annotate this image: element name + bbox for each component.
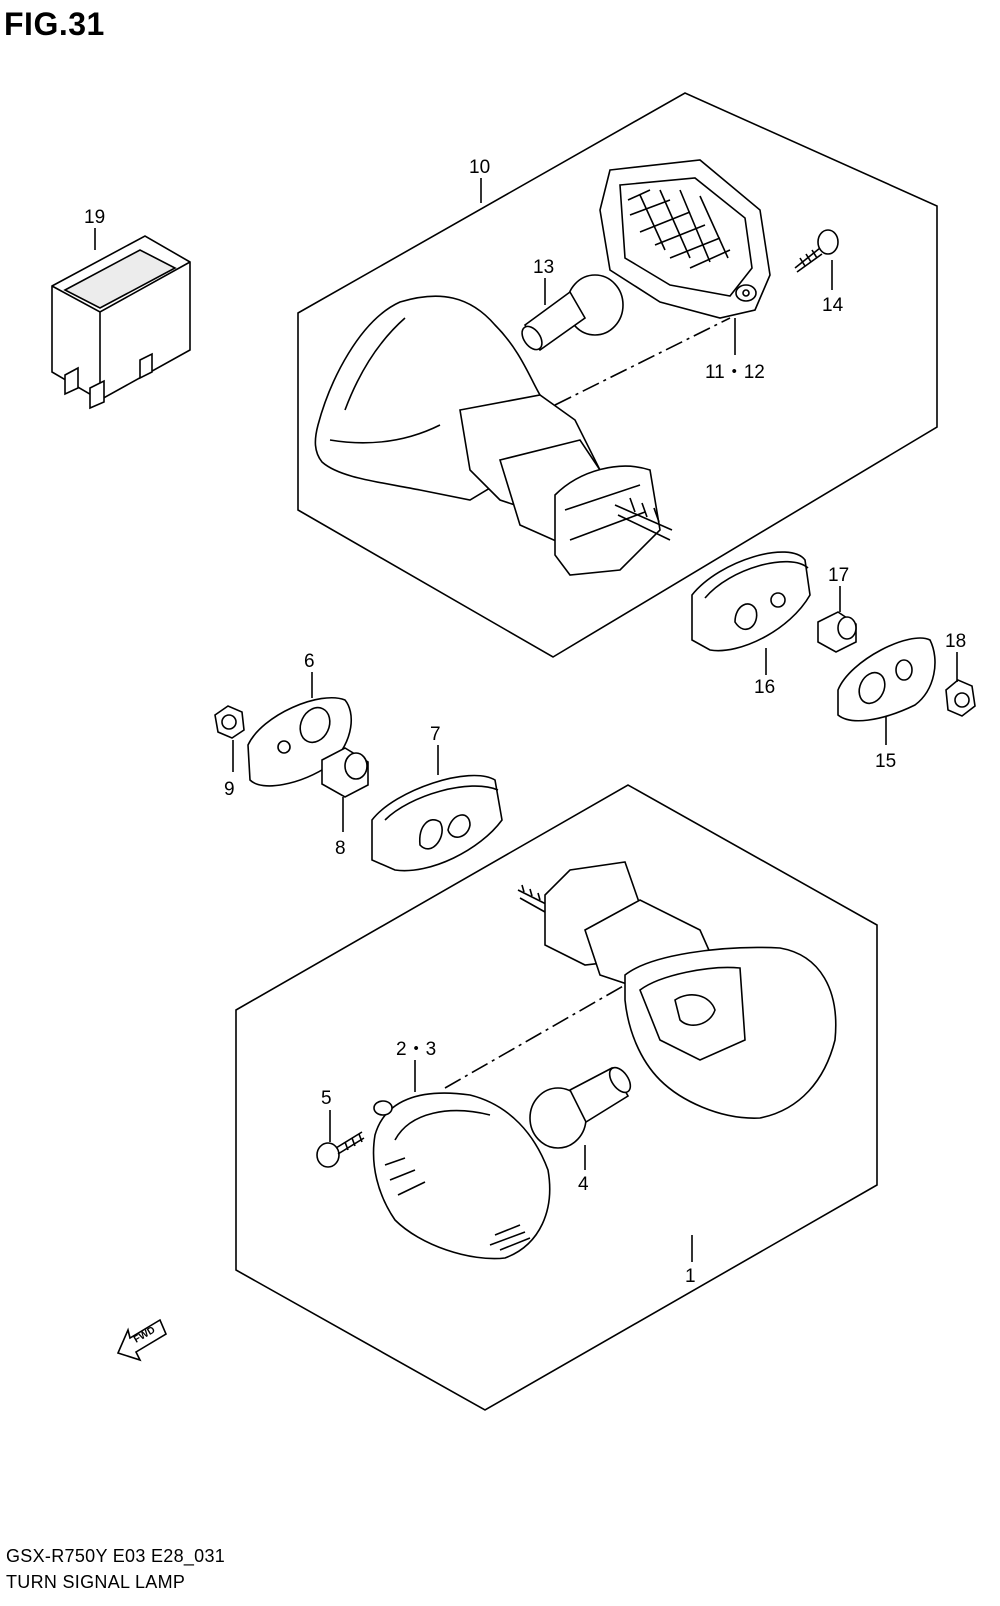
nut-18 [945, 679, 976, 717]
assembly-box-1 [235, 784, 878, 1411]
callout-5: 5 [321, 1088, 332, 1109]
callout-17: 17 [828, 565, 849, 586]
callout-13: 13 [533, 257, 554, 278]
callout-15: 15 [875, 751, 896, 772]
alignment-line-upper [554, 317, 731, 406]
footer-model-code: GSX-R750Y E03 E28_031 [6, 1546, 226, 1566]
nut-9 [214, 705, 245, 739]
figure-title: FIG.31 [4, 6, 105, 42]
lens-2-3 [372, 1092, 551, 1260]
screw-14 [794, 229, 839, 273]
callout-11-12: 11・12 [705, 362, 765, 383]
callout-14: 14 [822, 295, 844, 316]
cushion-7 [371, 774, 503, 872]
callout-4: 4 [578, 1174, 589, 1195]
fwd-arrow: FWD [116, 1318, 168, 1362]
leader-lines [94, 178, 958, 1262]
callout-7: 7 [430, 724, 441, 745]
lens-11-12 [599, 159, 771, 319]
callout-19: 19 [84, 207, 105, 228]
assembly-box-10 [297, 92, 938, 658]
lamp-housing-10 [314, 295, 673, 576]
callout-10: 10 [469, 157, 490, 178]
callout-9: 9 [224, 779, 235, 800]
collar-8 [321, 747, 369, 798]
callout-6: 6 [304, 651, 315, 672]
bulb-4 [529, 1066, 632, 1149]
callout-16: 16 [754, 677, 775, 698]
cushion-16 [691, 551, 811, 652]
callout-2-3: 2・3 [396, 1039, 436, 1060]
screw-5 [316, 1131, 365, 1168]
lamp-housing-1 [517, 861, 837, 1119]
footer-part-name: TURN SIGNAL LAMP [6, 1572, 186, 1592]
callout-8: 8 [335, 838, 346, 859]
collar-17 [817, 611, 857, 653]
alignment-line-lower [444, 984, 626, 1089]
relay-19 [51, 235, 191, 410]
plate-15 [837, 637, 936, 722]
callout-18: 18 [945, 631, 966, 652]
callout-1: 1 [685, 1266, 696, 1287]
bulb-13 [521, 274, 624, 352]
